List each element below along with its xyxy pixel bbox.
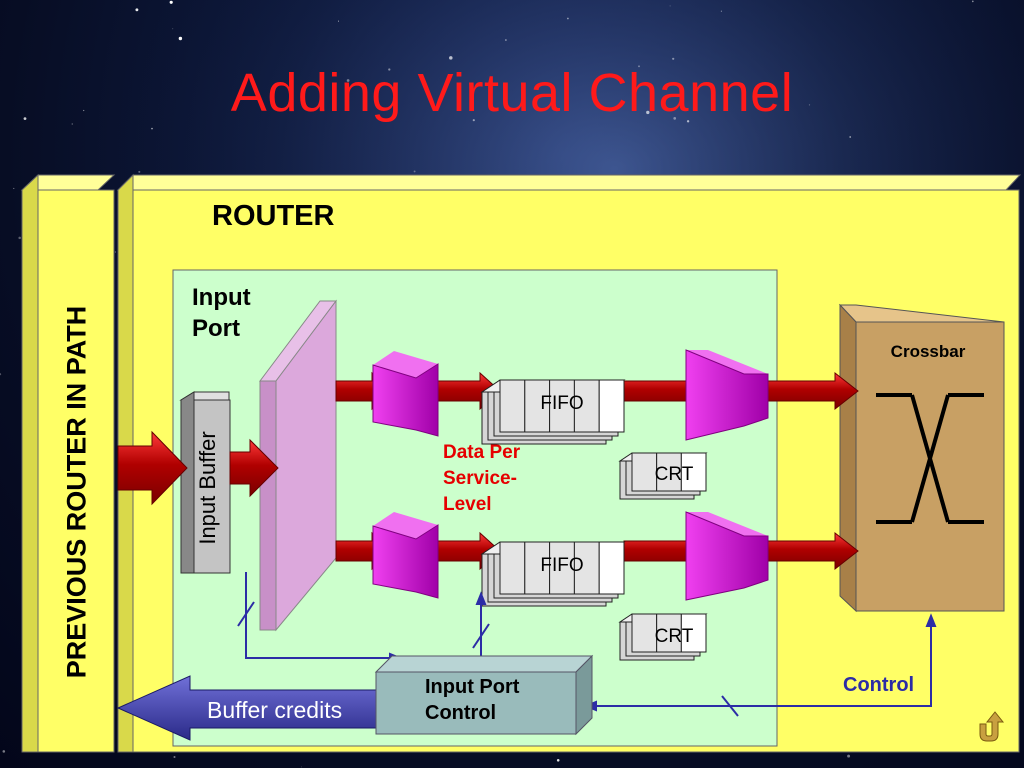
star [556,759,560,762]
return-arrow-glyph [979,711,1005,742]
star [505,39,507,41]
star [472,119,475,122]
fifo-bottom [480,541,626,607]
star [672,57,675,60]
fifo-top [480,379,626,445]
input-demux-block [259,299,337,632]
crt-label-top: CRT [654,464,694,485]
star [0,373,2,376]
star [135,8,139,12]
crossbar-switch-icon [876,393,984,524]
crossbar-label: Crossbar [890,342,966,361]
star [608,108,612,112]
star [151,127,153,130]
slide-title: Adding Virtual Channel [230,63,794,123]
star [686,120,690,123]
data-per-service-level-label: Data Per Service- Level [443,442,521,515]
star [346,79,350,82]
return-arrow-icon[interactable] [966,704,1012,750]
star [808,104,811,106]
star [338,20,339,22]
star [172,28,174,30]
input-buffer [179,391,231,574]
buffer-credits-arrow [116,675,379,741]
star [449,56,453,60]
vc-demux-top [372,351,439,437]
control-label: Control [843,674,915,696]
vc-mux-bottom [685,511,769,601]
fifo-label-bottom: FIFO [540,555,584,576]
star [971,0,974,3]
fifo-bottom-front [499,541,526,595]
crt-label-bottom: CRT [654,626,694,647]
star [847,754,851,758]
star [567,17,569,20]
control-lines [237,572,937,717]
crt-top-front [680,452,707,492]
crt-bottom-front [680,613,707,653]
input-port-control-label: Input Port Control [425,676,520,724]
star [638,65,640,68]
vc-demux-bottom [372,512,439,599]
star [138,170,141,173]
fifo-label-top: FIFO [540,393,584,414]
star [23,117,27,120]
fifo-bottom-front [598,541,625,595]
router-label: ROUTER [212,200,335,232]
buffer-credits-label: Buffer credits [207,697,343,723]
fifo-top-front [499,379,526,433]
star [169,0,173,4]
star [413,170,416,173]
star [173,755,176,759]
vc-mux-top [685,349,769,441]
crt-top [618,452,708,500]
crossbar-block [838,303,1005,613]
star [13,187,15,189]
previous-router-label: PREVIOUS ROUTER IN PATH [61,305,92,679]
previous-router-block [20,173,116,753]
star [2,750,6,753]
star [669,5,671,7]
star [178,36,183,41]
star [71,123,73,125]
crt-bottom [618,613,708,661]
fifo-top-front [598,379,625,433]
star [388,68,391,71]
star [301,766,302,768]
star [673,117,677,120]
star [633,75,636,77]
star [849,136,852,138]
star [720,10,722,12]
input-port-label: Input Port [192,284,251,342]
input-port-control-block [374,654,594,736]
star [18,236,21,240]
input-buffer-label: Input Buffer [195,431,220,545]
star [114,251,116,253]
star [646,110,650,115]
star [83,109,85,112]
